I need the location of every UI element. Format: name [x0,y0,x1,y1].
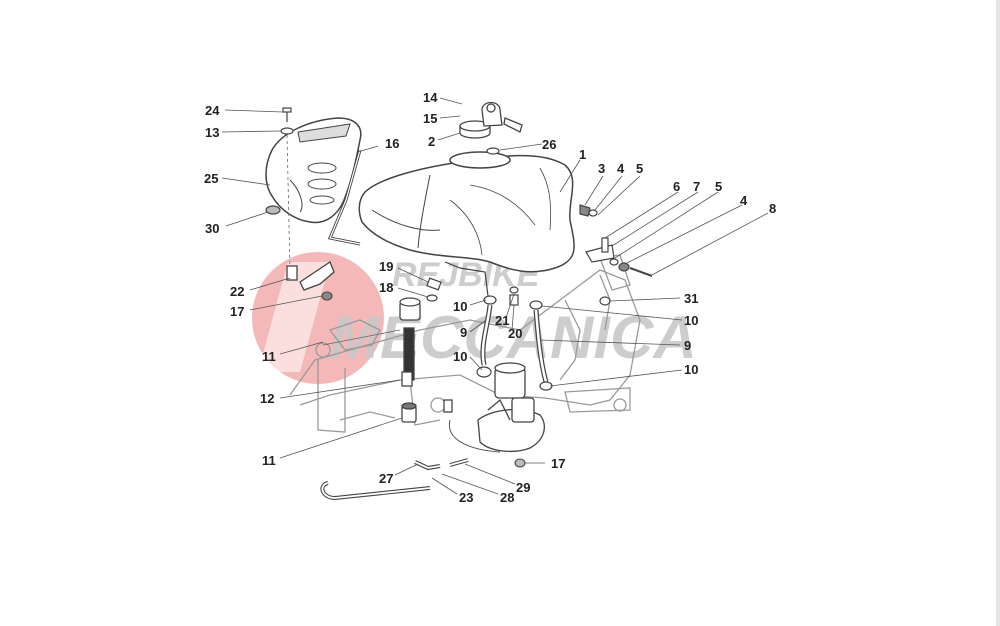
callout-28: 28 [500,490,514,505]
callout-20: 20 [508,326,522,341]
callout-18: 18 [379,280,393,295]
callout-30: 30 [205,221,219,236]
callout-4-bottom: 4 [740,193,748,208]
callout-1: 1 [579,147,586,162]
hose-clamps-10 [476,295,553,391]
bracket-22 [286,261,335,291]
filler-cap [459,101,523,139]
callout-21: 21 [495,313,509,328]
right-edge-border [996,0,1000,626]
hose-11 [322,329,401,346]
nut-17-top [321,291,333,301]
callout-9-left: 9 [460,325,467,340]
callout-2: 2 [428,134,435,149]
fuel-pump [443,362,545,453]
callout-8: 8 [769,201,776,216]
fitting-21-20 [509,286,519,306]
callout-9-right: 9 [684,338,691,353]
callout-13: 13 [205,125,219,140]
fuel-level-sender [399,297,421,423]
leader-lines [221,97,769,495]
breather-tube [444,261,489,297]
callout-19: 19 [379,259,393,274]
callout-11-bottom: 11 [262,453,276,468]
callout-6: 6 [673,179,680,194]
callout-labels: 24 13 25 30 16 22 17 11 12 11 27 23 28 2… [204,90,776,505]
washer-13 [280,127,294,135]
callout-27: 27 [379,471,393,486]
tank-cover-panel [265,117,362,224]
watermark-slash [258,262,330,372]
callout-29: 29 [516,480,530,495]
callout-17-bottom: 17 [551,456,565,471]
callout-10-c: 10 [684,313,698,328]
callout-17-top: 17 [230,304,244,319]
callout-3: 3 [598,161,605,176]
screw-24 [282,107,292,122]
callout-11-top: 11 [262,349,276,364]
callout-10-b: 10 [453,349,467,364]
callout-14: 14 [423,90,438,105]
bracket-assembly-right [579,204,653,277]
callout-10-a: 10 [453,299,467,314]
fitting-19 [426,277,442,291]
filler-neck [486,147,500,155]
callout-31: 31 [684,291,698,306]
callout-22: 22 [230,284,244,299]
callout-12: 12 [260,391,274,406]
callout-4-top: 4 [617,161,625,176]
callout-7: 7 [693,179,700,194]
callout-15: 15 [423,111,437,126]
callout-10-d: 10 [684,362,698,377]
callout-26: 26 [542,137,556,152]
washer-18 [426,294,438,302]
callout-23: 23 [459,490,473,505]
callout-25: 25 [204,171,218,186]
callout-24: 24 [205,103,220,118]
cover-axis-line [286,134,291,271]
fuel-tank [358,151,575,273]
callout-5-top: 5 [636,161,643,176]
nut-17-bottom [514,458,526,468]
callout-5-bottom: 5 [715,179,722,194]
callout-16: 16 [385,136,399,151]
rubber-grommet-30 [265,205,281,215]
spacer-31 [599,296,611,306]
